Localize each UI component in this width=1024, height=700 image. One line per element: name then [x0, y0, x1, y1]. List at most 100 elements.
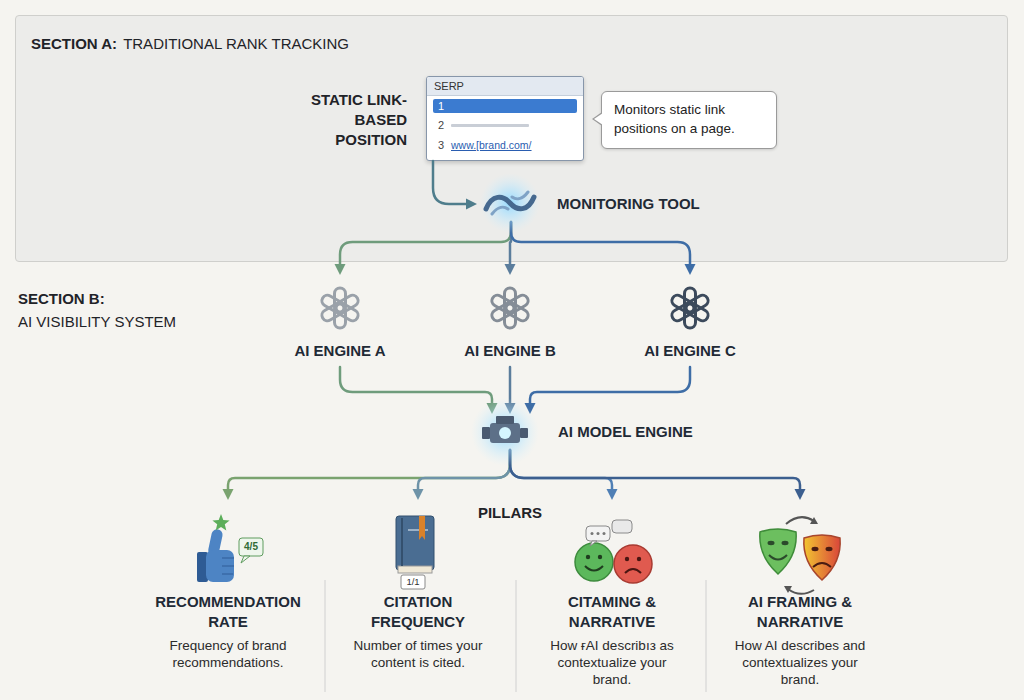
node-text: 3	[438, 138, 444, 152]
section-heading-text: TRADITIONAL RANK TRACKING	[123, 35, 349, 52]
book-icon	[396, 516, 434, 570]
engine-glow	[471, 398, 539, 466]
engine-node: AI ENGINE C	[625, 275, 755, 367]
arrow-head	[505, 264, 516, 275]
result-line	[451, 124, 529, 127]
pillar-description: Number of times your content is cited.	[343, 637, 493, 671]
column-separator	[516, 580, 517, 692]
flow-connector	[510, 450, 806, 500]
pillar-title: CITATION FREQUENCY	[348, 592, 488, 632]
speech-bubble	[586, 526, 610, 541]
happy-face	[586, 555, 590, 559]
sad-face	[625, 557, 629, 561]
engine-icon	[670, 288, 710, 328]
diagram-label: STATIC LINK-BASED POSITION	[282, 90, 407, 150]
pillar-title: AI FRAMING & NARRATIVE	[730, 592, 870, 632]
column-separator	[706, 580, 707, 692]
tragedy-mask	[826, 547, 833, 551]
node-text: AI ENGINE B	[445, 342, 575, 359]
pillar-title: CITAMING & NARRATIVE	[542, 592, 682, 632]
thumb-icon	[207, 528, 223, 557]
pillar-description: How AI describes and contextualizes your…	[725, 637, 875, 688]
pillar-node: CITAMING & NARRATIVE How ғAI describıз as…	[527, 500, 697, 692]
engine-block	[490, 423, 520, 443]
pillar-title: RECOMMENDATION RATE	[149, 592, 307, 632]
comedy-mask	[768, 541, 775, 545]
node-text: Monitors static link positions on a page…	[614, 100, 764, 138]
node-text: 2	[438, 118, 444, 132]
result-highlight-bar	[433, 99, 577, 113]
flow-connector	[340, 367, 498, 414]
serp-window: SERP 1 2 3 www.[brand.com/	[426, 76, 584, 161]
comedy-mask	[760, 529, 796, 574]
thumb-icon	[197, 552, 208, 582]
connector-line	[228, 450, 510, 492]
flow-connector	[505, 367, 516, 414]
count-badge	[401, 575, 425, 589]
node-text: AI ENGINE A	[275, 342, 405, 359]
node-text: 1	[438, 99, 444, 113]
flow-connector	[525, 367, 691, 414]
connector-line	[340, 367, 492, 406]
connector-line	[509, 367, 512, 406]
speech-bubble	[591, 532, 594, 535]
node-text: AI ENGINE C	[625, 342, 755, 359]
node-text: www.[brand.com/	[451, 138, 532, 152]
diagram-label: PILLARS	[470, 503, 550, 523]
arrow-head	[487, 403, 498, 414]
thumb-icon	[206, 550, 234, 582]
engine-icon	[490, 288, 530, 328]
sad-face	[614, 545, 652, 583]
happy-face	[598, 555, 602, 559]
arrow-head	[607, 489, 618, 500]
swap-arrow	[786, 517, 814, 524]
diagram-label: SECTION B:	[18, 289, 105, 309]
pillar-node: CITATION FREQUENCY Number of times your c…	[335, 500, 501, 692]
diagram-label: 1/1	[401, 575, 425, 589]
speech-bubble	[597, 532, 600, 535]
diagram-label: 4/5	[239, 540, 263, 554]
tragedy-mask	[812, 547, 819, 551]
pillar-description: How ғAI describıз as contextualize your …	[537, 637, 687, 688]
arrow-head	[413, 489, 424, 500]
arrow-head	[685, 264, 696, 275]
node-text: MONITORING TOOL	[557, 186, 727, 222]
speech-bubble	[612, 520, 632, 533]
speech-bubble	[603, 532, 606, 535]
swap-arrow	[810, 517, 818, 524]
book-icon	[401, 518, 403, 566]
engine-block	[482, 427, 490, 439]
arrow-head	[335, 264, 346, 275]
thumb-icon	[222, 558, 234, 574]
flow-connector	[510, 450, 618, 500]
arrow-head	[505, 403, 516, 414]
pillar-description: Frequency of brand recommendations.	[153, 637, 303, 671]
engine-node: AI ENGINE B	[445, 275, 575, 367]
tragedy-mask	[804, 535, 840, 580]
sad-face	[625, 569, 641, 573]
engine-block	[520, 428, 528, 438]
book-icon	[408, 529, 428, 531]
star-icon	[212, 514, 229, 530]
happy-face	[575, 543, 613, 581]
tool-node: MONITORING TOOL	[477, 186, 727, 222]
callout-bubble: Monitors static link positions on a page…	[601, 91, 777, 149]
flow-connector	[223, 450, 511, 500]
comedy-mask	[782, 541, 789, 545]
engine-node: AI ENGINE A	[275, 275, 405, 367]
connector-line	[510, 450, 612, 492]
node-text: AI MODEL ENGINE	[558, 414, 728, 450]
arrow-head	[223, 489, 234, 500]
section-heading-text: SECTION A:	[31, 35, 117, 52]
comedy-mask	[769, 555, 787, 560]
model-engine-node: AI MODEL ENGINE	[478, 414, 728, 450]
connector-line	[530, 367, 690, 406]
flow-connector	[413, 450, 511, 500]
rating-bubble	[241, 556, 250, 563]
arrow-head	[795, 489, 806, 500]
node-text: SERP	[434, 79, 464, 94]
engine-block	[496, 416, 514, 424]
diagram-label: AI VISIBILITY SYSTEM	[18, 312, 176, 332]
